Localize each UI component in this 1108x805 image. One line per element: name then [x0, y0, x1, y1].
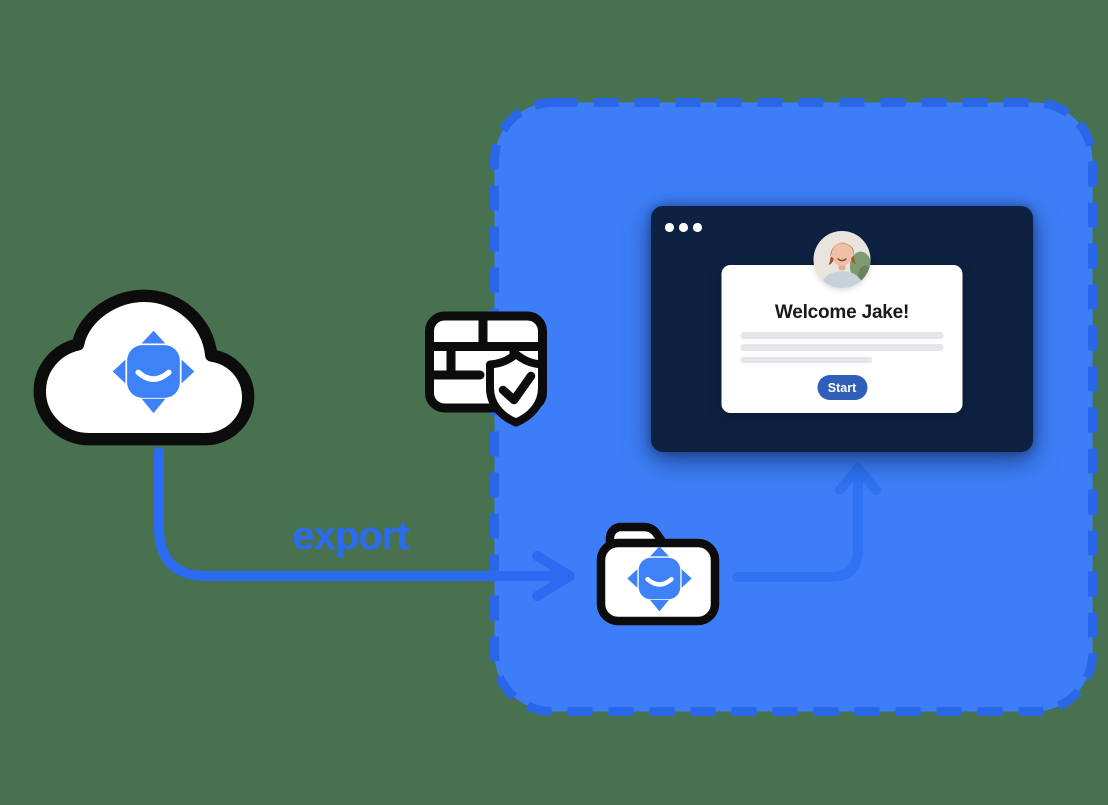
avatar-photo-icon: [813, 231, 871, 288]
bot-face-icon: [626, 545, 693, 612]
start-button[interactable]: Start: [817, 375, 867, 401]
placeholder-text-lines: [740, 332, 944, 364]
export-label: export: [292, 514, 409, 558]
window-traffic-dots: [665, 223, 702, 232]
welcome-title: Welcome Jake!: [774, 302, 910, 323]
window-dot-icon: [665, 223, 674, 232]
placeholder-line: [740, 332, 944, 339]
placeholder-line: [740, 344, 944, 351]
bot-face-icon: [111, 329, 196, 414]
shield-icon: [486, 350, 546, 427]
firewall-shield-icon: [425, 311, 547, 427]
app-window: Welcome Jake! Start: [651, 206, 1033, 452]
window-dot-icon: [679, 223, 688, 232]
avatar: [813, 231, 871, 288]
placeholder-line: [740, 356, 873, 364]
window-dot-icon: [693, 223, 702, 232]
checkmark-icon: [498, 371, 536, 405]
welcome-card: Welcome Jake! Start: [721, 265, 963, 413]
